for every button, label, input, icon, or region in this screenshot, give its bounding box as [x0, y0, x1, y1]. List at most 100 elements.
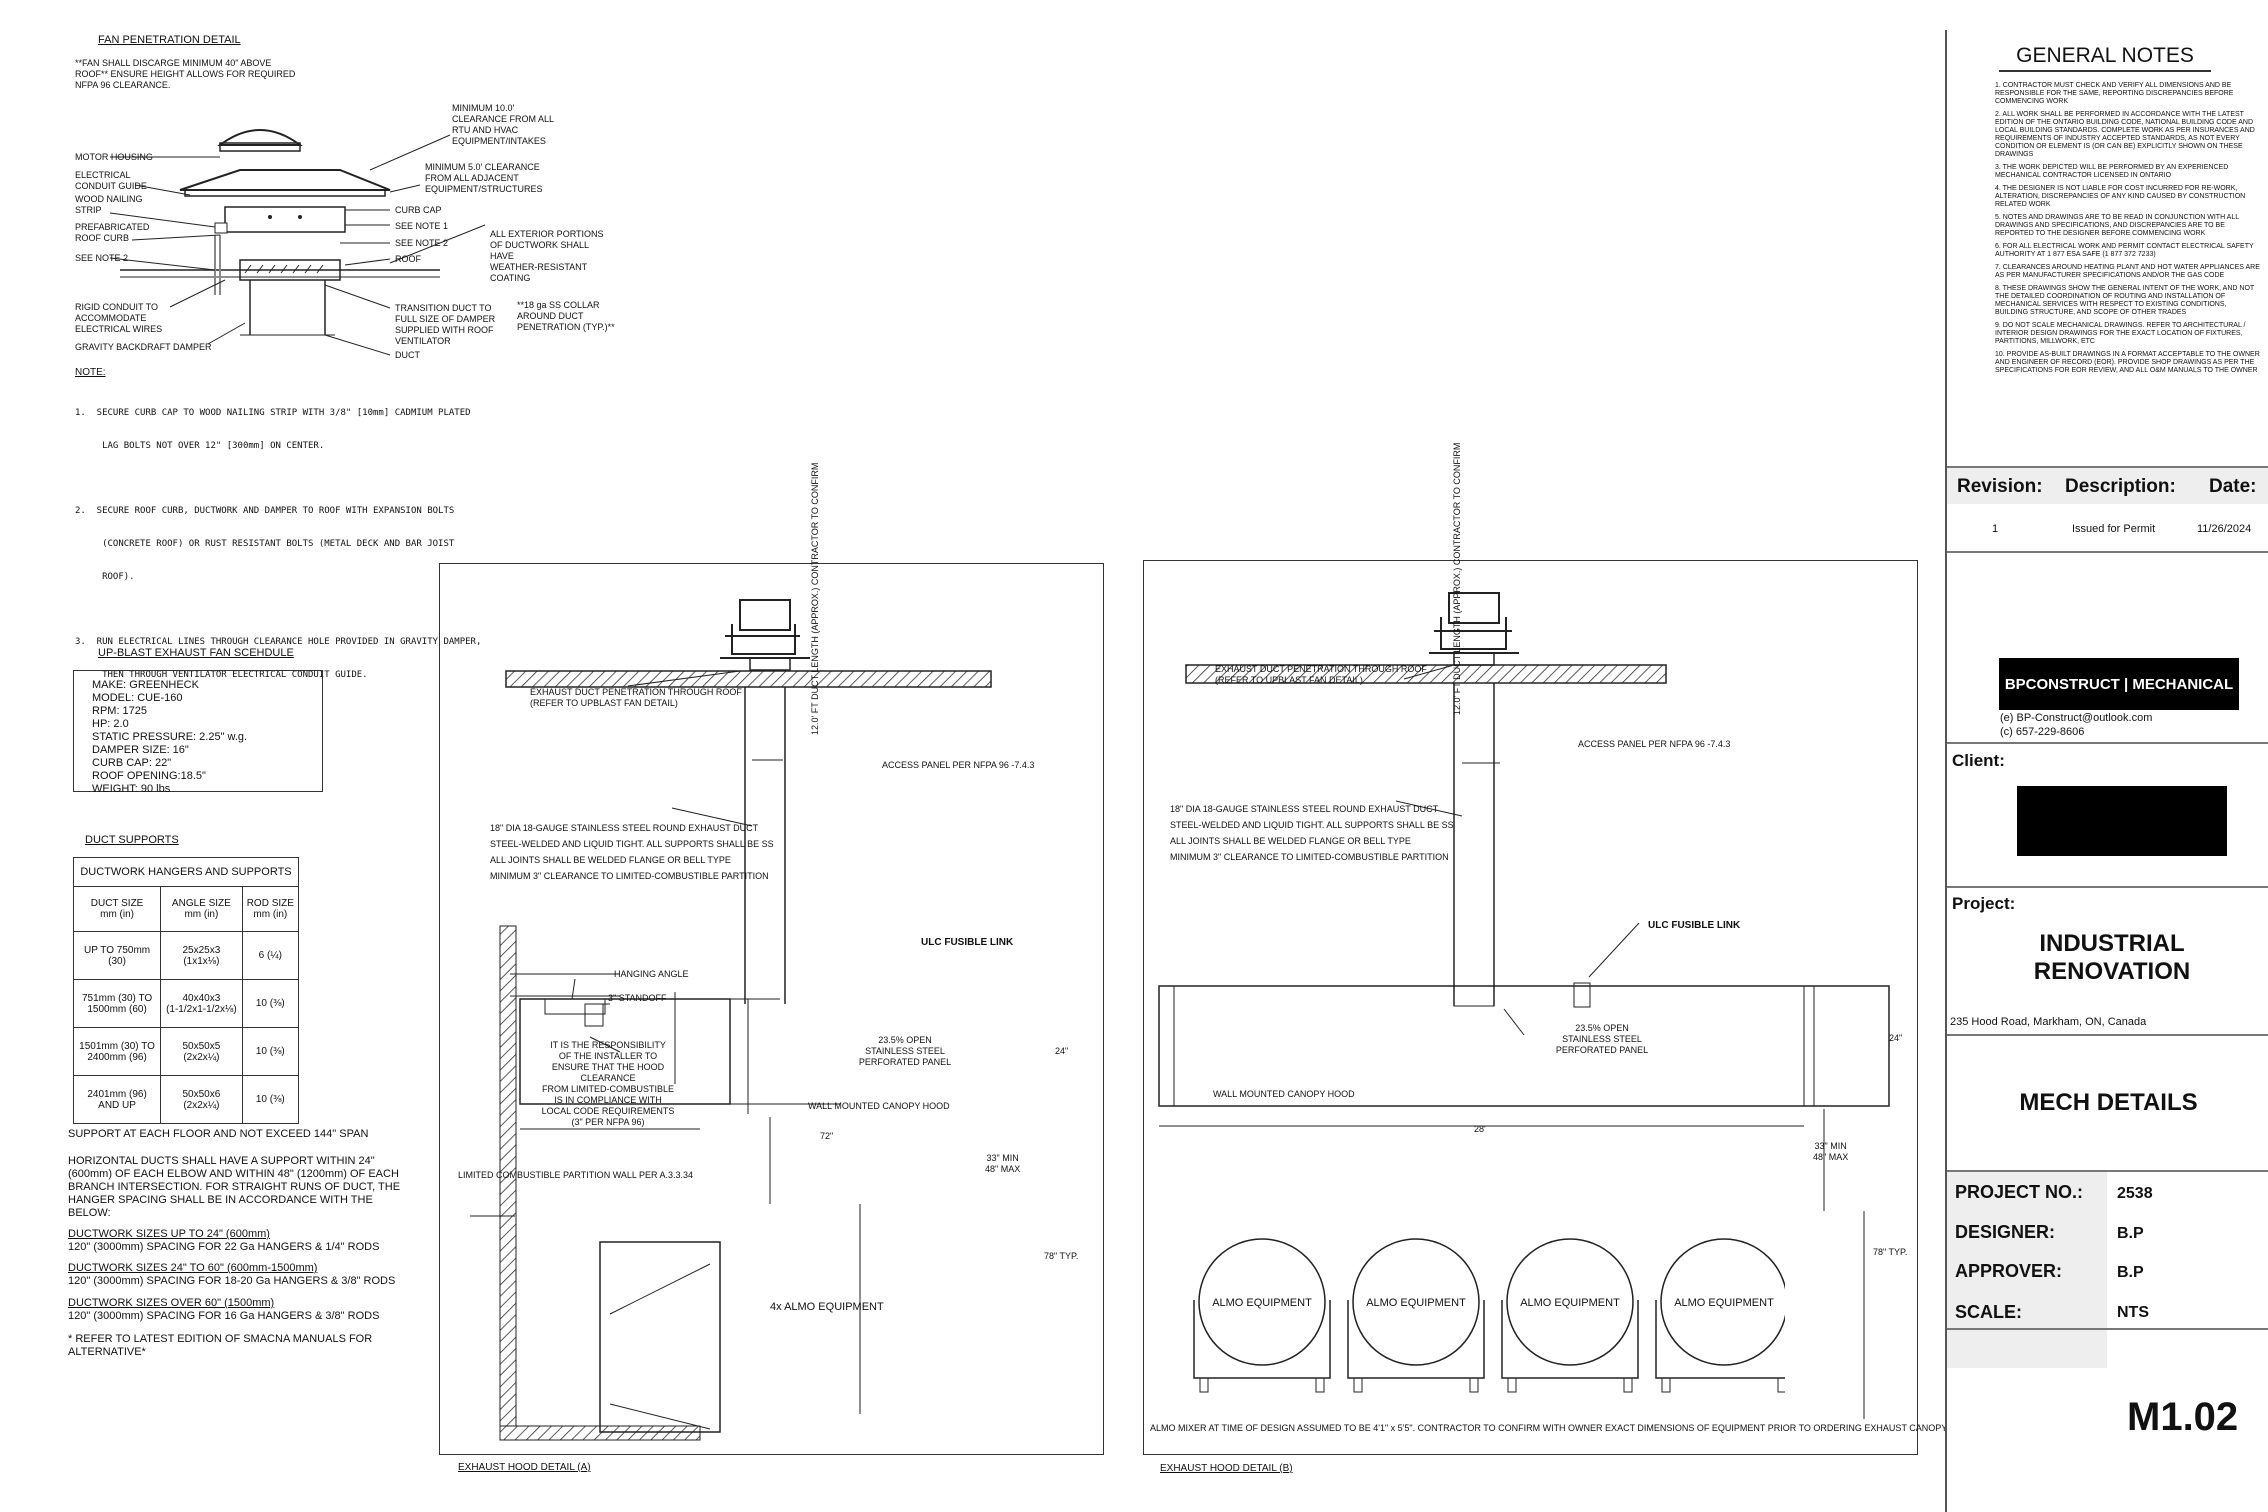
note-line: ALL JOINTS SHALL BE WELDED FLANGE OR BEL… [1170, 836, 1411, 846]
spacing-group: DUCTWORK SIZES UP TO 24" (600mm) 120" (3… [68, 1228, 379, 1254]
note-line: 1. SECURE CURB CAP TO WOOD NAILING STRIP… [75, 408, 471, 418]
label-line: (REFER TO UPBLAST FAN DETAIL) [1215, 675, 1363, 685]
label-see-note-2-left: SEE NOTE 2 [75, 253, 129, 263]
table-row: 2401mm (96)AND UP 50x50x6(2x2x¼) 10 (⅜) [72, 1075, 300, 1124]
table-cell: 10 (⅜) [241, 979, 300, 1028]
dimension-lines [470, 999, 861, 1414]
cell-line: (1x1x⅛) [183, 955, 220, 967]
rigid-conduit [214, 235, 221, 295]
intro-line: **FAN SHALL DISCARGE MINIMUM 40" ABOVE [75, 58, 272, 68]
equipment-label: ALMO EQUIPMENT [1212, 1297, 1312, 1309]
equipment-leg [1469, 1377, 1479, 1393]
divider [1947, 551, 2268, 553]
detail-a-hood: WALL MOUNTED CANOPY HOOD [808, 1101, 950, 1111]
equipment-leg [1199, 1377, 1209, 1393]
client-label: Client: [1952, 751, 2005, 770]
project-fields: PROJECT NO.: 2538 DESIGNER: B.P APPROVER… [1947, 1172, 2268, 1368]
detail-b-hood: WALL MOUNTED CANOPY HOOD [1213, 1089, 1355, 1099]
detail-a-partition: LIMITED COMBUSTIBLE PARTITION WALL PER A… [458, 1170, 694, 1180]
note-line: HANGER SPACING SHALL BE IN ACCORDANCE WI… [68, 1194, 373, 1206]
label-line: EXHAUST DUCT PENETRATION THROUGH ROOF [1215, 664, 1427, 674]
detail-b-dim-24: 24" [1889, 1033, 1903, 1043]
label-line: EQUIPMENT/STRUCTURES [425, 184, 543, 194]
fan-housing [731, 624, 796, 655]
cell-line: 1501mm (30) TO [79, 1040, 155, 1052]
fan-detail-intro: **FAN SHALL DISCARGE MINIMUM 40" ABOVE R… [75, 58, 295, 91]
label-line: PENETRATION (TYP.)** [517, 322, 615, 332]
spacing-group: DUCTWORK SIZES 24" TO 60" (600mm-1500mm)… [68, 1262, 395, 1288]
revision-header-revision: Revision: [1957, 476, 2043, 497]
equipment-group: ALMO EQUIPMENT ALMO EQUIPMENT ALMO EQUIPME… [1193, 1238, 1785, 1393]
cell-line: 2401mm (96) [87, 1088, 147, 1100]
label-line: PERFORATED PANEL [1555, 1045, 1649, 1055]
label-line: 48" MAX [1813, 1152, 1849, 1162]
revision-header-description: Description: [2065, 476, 2176, 497]
detail-a-dim-78: 78" TYP. [1044, 1251, 1079, 1261]
almo-equipment: ALMO EQUIPMENT [1501, 1238, 1639, 1393]
title-block: GENERAL NOTES 1. CONTRACTOR MUST CHECK A… [1945, 30, 2268, 1512]
cell-line: 2400mm (96) [87, 1051, 147, 1063]
label-line: (REFER TO UPBLAST FAN DETAIL) [530, 698, 678, 708]
hood-base [729, 1084, 840, 1105]
divider [1947, 742, 2268, 744]
group-heading: DUCTWORK SIZES UP TO 24" (600mm) [68, 1228, 270, 1240]
schedule-line: HP: 2.0 [92, 718, 129, 730]
equipment-label: ALMO EQUIPMENT [1366, 1297, 1466, 1309]
label-roof: ROOF [395, 254, 421, 264]
equipment-body [1655, 1300, 1785, 1379]
table-cell: 10 (⅜) [241, 1075, 300, 1124]
cell-line: (2x2x¼) [183, 1051, 220, 1063]
detail-a-duct-notes: 18" DIA 18-GAUGE STAINLESS STEEL ROUND E… [490, 820, 774, 884]
detail-b-duct-length: 12.0' FT DUCT LENGTH (APPROX.) CONTRACTO… [1452, 442, 1462, 715]
label-see-note-1: SEE NOTE 1 [395, 221, 449, 231]
company-email: (e) BP-Construct@outlook.com [2000, 712, 2153, 724]
label-line: VENTILATOR [395, 336, 451, 346]
label-line: RIGID CONDUIT TO [75, 302, 159, 312]
divider [1947, 1034, 2268, 1036]
fan-penetration-drawing [109, 129, 486, 356]
group-heading: DUCTWORK SIZES OVER 60" (1500mm) [68, 1297, 275, 1309]
general-note-item: 4. THE DESIGNER IS NOT LIABLE FOR COST I… [1995, 185, 2246, 208]
field-label-scale: SCALE: [1955, 1302, 2022, 1322]
divider [1947, 466, 2268, 468]
curb-bolt [268, 215, 272, 219]
label-line: 23.5% OPEN [1575, 1023, 1629, 1033]
label-line: ELECTRICAL [75, 170, 131, 180]
detail-a-frame [439, 563, 1104, 1455]
equipment-outline [609, 1263, 711, 1315]
label-exterior-coating: ALL EXTERIOR PORTIONS OF DUCTWORK SHALL … [490, 229, 604, 284]
revision-num: 1 [1992, 523, 1999, 535]
label-line: HAVE [490, 251, 514, 261]
detail-a-access-panel: ACCESS PANEL PER NFPA 96 -7.4.3 [882, 760, 1035, 770]
fields-label-bg [1947, 1172, 2107, 1368]
table-cell: 25x25x3(1x1x⅛) [160, 931, 243, 980]
revision-desc: Issued for Permit [2072, 523, 2156, 535]
header-line: DUCT SIZE [90, 898, 144, 909]
almo-equipment: ALMO EQUIPMENT [1347, 1238, 1485, 1393]
detail-b-dim-33: 33" MIN 48" MAX [1813, 1141, 1848, 1163]
note-line: HORIZONTAL DUCTS SHALL HAVE A SUPPORT WI… [68, 1155, 375, 1167]
duct-collar [1453, 985, 1495, 1007]
dimension-lines [1159, 1109, 1865, 1419]
table-cell: 50x50x5(2x2x¼) [160, 1027, 243, 1076]
equipment-leg [1777, 1377, 1785, 1393]
label-line: FULL SIZE OF DAMPER [395, 314, 496, 324]
cell-line: 50x50x5 [182, 1040, 221, 1052]
detail-a-responsibility: IT IS THE RESPONSIBILITY OF THE INSTALLE… [533, 1040, 683, 1128]
cell-line: 25x25x3 [182, 944, 221, 956]
detail-b-access-panel: ACCESS PANEL PER NFPA 96 -7.4.3 [1578, 739, 1731, 749]
note-line: 2. SECURE ROOF CURB, DUCTWORK AND DAMPER… [75, 506, 455, 516]
note-line: OF THE INSTALLER TO [558, 1051, 658, 1061]
fan-leaders [109, 134, 486, 356]
note-line: ALTERNATIVE* [68, 1346, 146, 1358]
label-rigid-conduit: RIGID CONDUIT TO ACCOMMODATE ELECTRICAL … [75, 302, 162, 335]
hood-top [520, 998, 780, 1015]
roof-slab [1185, 664, 1667, 684]
equipment-circle [1660, 1238, 1785, 1366]
fan-dome [216, 129, 304, 146]
client-redacted [2017, 786, 2227, 856]
note-line: (CONCRETE ROOF) OR RUST RESISTANT BOLTS … [75, 539, 455, 549]
